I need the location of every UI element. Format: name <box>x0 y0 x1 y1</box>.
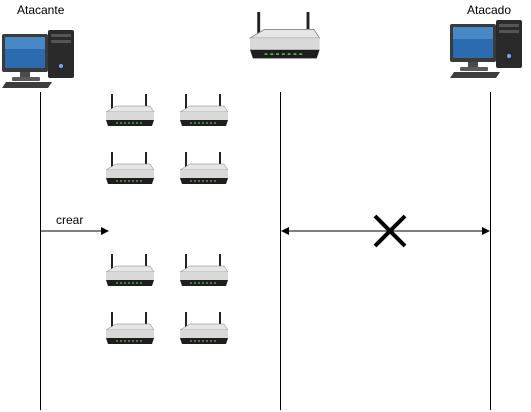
x-icon <box>373 214 407 248</box>
fake-access-points <box>105 93 229 345</box>
victim-label: Atacado <box>467 3 512 17</box>
fake-router-icon <box>179 93 229 127</box>
fake-router-icon <box>105 253 155 287</box>
attacker-label: Atacante <box>17 3 65 17</box>
create-arrow-label: crear <box>56 213 84 227</box>
victim-computer-icon <box>450 20 522 78</box>
fake-router-icon <box>179 253 229 287</box>
fake-router-icon <box>179 151 229 185</box>
fake-router-icon <box>179 311 229 345</box>
fake-router-icon <box>105 93 155 127</box>
attacker-computer-icon <box>2 30 74 88</box>
fake-router-icon <box>105 311 155 345</box>
fake-router-icon <box>105 151 155 185</box>
access-point-router-icon <box>248 10 322 60</box>
